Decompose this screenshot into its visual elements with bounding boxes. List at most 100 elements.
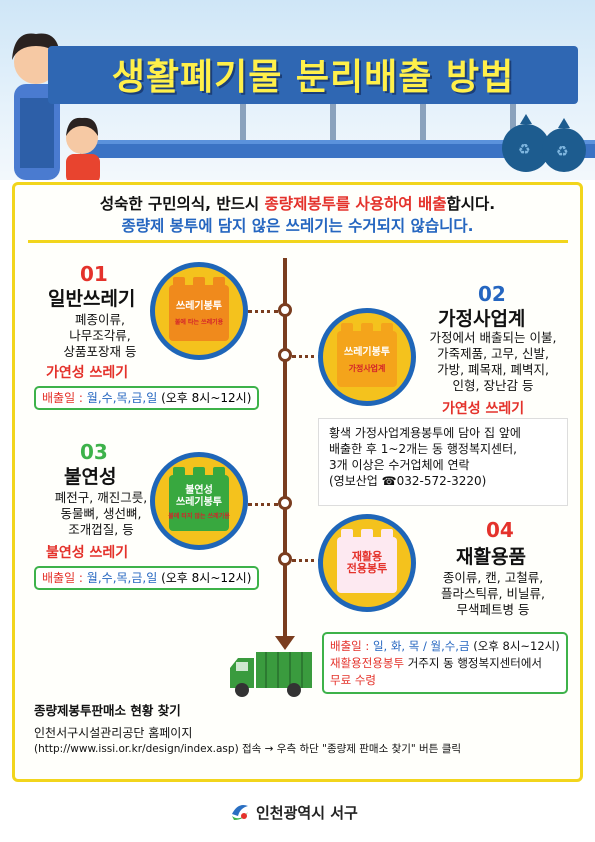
bag-knot xyxy=(213,277,225,287)
section-desc: 폐전구, 깨진그릇, 동물뼈, 생선뼈, 조개껍질, 등 xyxy=(36,490,166,538)
section-desc: 종이류, 캔, 고철류, 플라스틱류, 비닐류, 무색페트병 등 xyxy=(418,570,568,618)
desc-line: 플라스틱류, 비닐류, xyxy=(441,586,545,601)
page-title: 생활폐기물 분리배출 방법 xyxy=(111,57,515,98)
notice-line-1: 성숙한 구민의식, 반드시 종량제봉투를 사용하여 배출합시다. xyxy=(12,192,583,214)
contact-line: 3개 이상은 수거업체에 연락 xyxy=(329,458,470,472)
desc-line: 인형, 장난감 등 xyxy=(452,378,534,393)
header-banner: ♻ ♻ 생활폐기물 분리배출 방법 xyxy=(0,0,595,180)
schedule-time: (오후 8시~12시) xyxy=(157,391,252,405)
free-label: 무료 수령 xyxy=(330,673,376,687)
section-title: 가정사업계 xyxy=(438,308,526,330)
bag-circle: 쓰레기봉투 가정사업계 xyxy=(318,308,416,406)
bag-knot xyxy=(361,323,373,333)
section-desc: 가정에서 배출되는 이불, 가죽제품, 고무, 신발, 가방, 폐목재, 폐벽지… xyxy=(418,330,568,394)
rail-post xyxy=(510,100,516,142)
find-store-site: 인천서구시설관리공단 홈페이지 xyxy=(34,726,193,740)
bag-name: 재활용전용봉투 xyxy=(330,656,405,670)
schedule-time: (오후 8시~12시) xyxy=(469,639,560,653)
section-number: 03 xyxy=(80,440,108,464)
bag-knot xyxy=(173,277,185,287)
bag-knot xyxy=(213,467,225,477)
rail-post xyxy=(240,100,246,142)
desc-line: 가정에서 배출되는 이불, xyxy=(429,330,557,345)
railing xyxy=(80,140,595,158)
desc-line: 가방, 폐목재, 폐벽지, xyxy=(437,362,549,377)
notice-emphasis: 종량제봉투를 사용하여 배출 xyxy=(264,195,447,213)
notice-text: 합시다. xyxy=(446,195,496,213)
contact-line: 황색 가정사업계용봉투에 담아 집 앞에 xyxy=(329,426,521,440)
bag-sub-label: 불에 타지 않는 쓰레기용 xyxy=(168,513,230,520)
section-number: 01 xyxy=(80,262,108,286)
schedule-days: 월,수,목,금,일 xyxy=(86,391,158,405)
contact-info: 황색 가정사업계용봉투에 담아 집 앞에 배출한 후 1~2개는 동 행정복지센… xyxy=(318,418,568,506)
bag-circle: 불연성 쓰레기봉투 불에 타지 않는 쓰레기용 xyxy=(150,452,248,550)
bag-label: 불연성 쓰레기봉투 xyxy=(176,485,222,508)
desc-line: 나무조각류, xyxy=(69,328,131,343)
find-store-title: 종량제봉투판매소 현황 찾기 xyxy=(34,703,181,718)
section-title: 불연성 xyxy=(64,466,117,488)
bag-knot xyxy=(341,529,353,539)
rail-post xyxy=(420,100,426,142)
schedule-label: 배출일 : xyxy=(330,639,373,653)
bag-knot xyxy=(381,529,393,539)
trash-bags-icon: ♻ ♻ xyxy=(502,114,586,172)
connector xyxy=(248,503,278,506)
desc-line: 상품포장재 등 xyxy=(63,344,137,359)
svg-text:♻: ♻ xyxy=(556,144,569,160)
garbage-truck-icon xyxy=(230,652,312,697)
bag-circle: 쓰레기봉투 불에 타는 쓰레기용 xyxy=(150,262,248,360)
timeline-node xyxy=(278,552,292,566)
bag-knot xyxy=(193,277,205,287)
schedule-label: 배출일 : xyxy=(42,391,87,405)
schedule-days: 일, 화, 목 / 월,수,금 xyxy=(372,639,470,653)
svg-text:♻: ♻ xyxy=(518,142,531,158)
bag-knot xyxy=(173,467,185,477)
find-store-link[interactable]: (http://www.issi.or.kr/design/index.asp)… xyxy=(34,743,462,755)
connector xyxy=(292,559,322,562)
desc-line: 무색페트병 등 xyxy=(456,602,530,617)
contact-line: 배출한 후 1~2개는 동 행정복지센터, xyxy=(329,442,517,456)
bag-knot xyxy=(381,323,393,333)
bag-sub-label: 가정사업계 xyxy=(348,364,386,373)
timeline-node xyxy=(278,303,292,317)
garbage-bag-icon: 쓰레기봉투 불에 타는 쓰레기용 xyxy=(169,277,229,341)
people-illustration-icon xyxy=(12,33,100,180)
section-title: 재활용품 xyxy=(456,546,526,568)
contact-phone: (영보산업 ☎032-572-3220) xyxy=(329,474,487,488)
bag-knot xyxy=(361,529,373,539)
timeline-node xyxy=(278,496,292,510)
schedule-days: 월,수,목,금,일 xyxy=(86,571,158,585)
incheon-seogu-logo-icon xyxy=(232,805,248,820)
divider xyxy=(28,240,568,243)
bag-text: 거주지 동 행정복지센터에서 xyxy=(404,656,542,670)
bag-knot xyxy=(341,323,353,333)
notice-text: 성숙한 구민의식, 반드시 xyxy=(99,195,265,213)
desc-line: 폐전구, 깨진그릇, xyxy=(54,490,148,505)
section-category: 가연성 쓰레기 xyxy=(46,365,129,381)
desc-line: 가죽제품, 고무, 신발, xyxy=(437,346,549,361)
bag-label: 재활용 전용봉투 xyxy=(346,550,388,575)
desc-line: 조개껍질, 등 xyxy=(68,522,134,537)
desc-line: 폐종이류, xyxy=(75,312,125,327)
bag-label: 쓰레기봉투 xyxy=(176,301,222,312)
section-number: 02 xyxy=(478,282,506,306)
schedule-time: (오후 8시~12시) xyxy=(157,571,252,585)
schedule-label: 배출일 : xyxy=(42,571,87,585)
desc-line: 동물뼈, 생선뼈, xyxy=(60,506,142,521)
bag-knot xyxy=(193,467,205,477)
footer-org-name: 인천광역시 서구 xyxy=(256,804,358,822)
notice-line-2: 종량제 봉투에 담지 않은 쓰레기는 수거되지 않습니다. xyxy=(121,217,474,235)
timeline-node xyxy=(278,348,292,362)
connector xyxy=(292,355,322,358)
garbage-bag-icon: 쓰레기봉투 가정사업계 xyxy=(337,323,397,387)
section-desc: 폐종이류, 나무조각류, 상품포장재 등 xyxy=(40,312,160,360)
section-title: 일반쓰레기 xyxy=(48,288,136,310)
bag-sub-label: 불에 타는 쓰레기용 xyxy=(174,319,224,326)
title-band xyxy=(48,46,578,104)
schedule-box: 배출일 : 월,수,목,금,일 (오후 8시~12시) xyxy=(34,386,260,410)
section-category: 불연성 쓰레기 xyxy=(46,545,129,561)
timeline-axis xyxy=(283,258,287,638)
rail-post xyxy=(330,100,336,142)
connector xyxy=(248,310,278,313)
section-number: 04 xyxy=(486,518,514,542)
